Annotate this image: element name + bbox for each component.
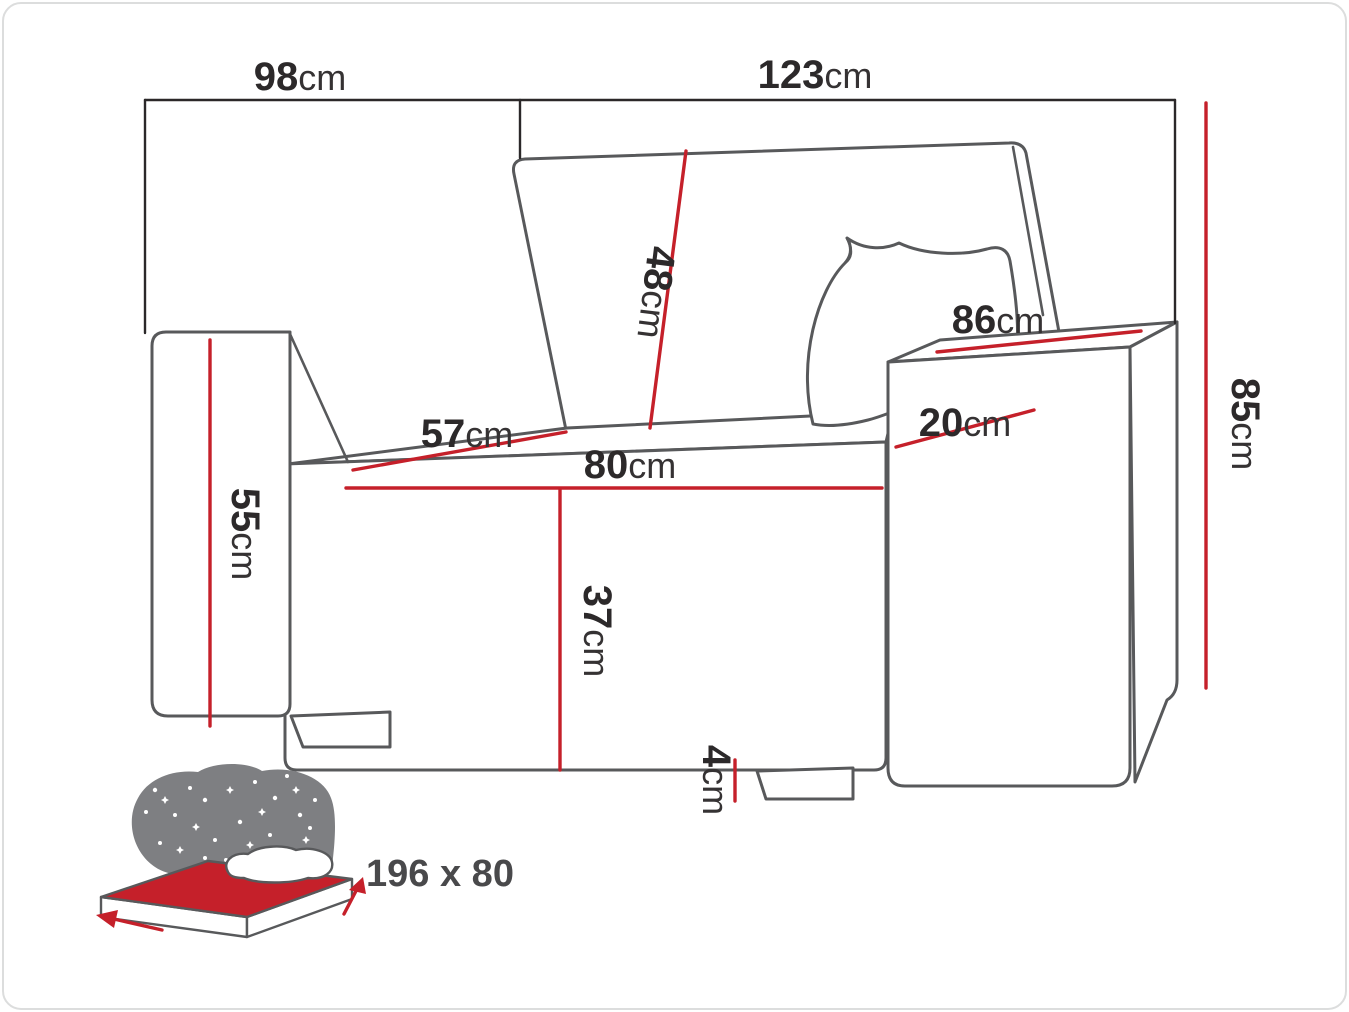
right-armrest-side	[1128, 320, 1179, 784]
width-label: 123cm	[758, 53, 873, 97]
armrest-top-label: 86cm	[952, 298, 1045, 342]
pillow-fold	[843, 236, 853, 265]
unfold-arrow-right-head	[349, 877, 366, 894]
height-label: 85cm	[1223, 378, 1267, 471]
backrest-crease	[1011, 145, 1045, 317]
sleeping-area-size-label: 196 x 80	[366, 853, 514, 895]
armrest-width-label: 20cm	[919, 401, 1012, 445]
seat-height-label: 37cm	[575, 585, 619, 678]
stars	[144, 774, 321, 862]
outer-dimension-lines	[143, 98, 1177, 335]
unfold-arrow-left	[112, 917, 164, 932]
right-armrest-front	[886, 345, 1132, 788]
depth-label: 98cm	[254, 55, 347, 99]
unfold-arrow-right	[342, 887, 359, 916]
red-dimension-lines	[208, 101, 1208, 803]
left-foot	[289, 710, 392, 749]
armrest-20-line	[894, 408, 1036, 449]
left-armrest-inner-edge	[288, 332, 350, 464]
seat-depth-label: 57cm	[421, 412, 514, 456]
sleeping-area-icon	[96, 763, 366, 939]
backrest-48-line	[648, 149, 688, 430]
armrest-height-label: 55cm	[223, 488, 267, 581]
leg-height-label: 4cm	[694, 745, 738, 815]
seat-width-label: 80cm	[584, 443, 677, 487]
armrest-86-line	[935, 329, 1143, 354]
seat-depth-57-line	[351, 430, 568, 472]
seat-front	[283, 440, 888, 772]
armchair-drawing	[150, 141, 1179, 801]
backrest-label: 48cm	[628, 244, 683, 341]
dimension-labels: 98cm 123cm 85cm 48cm 86cm 20cm 57cm 80cm…	[223, 53, 1267, 815]
left-armrest	[150, 330, 292, 718]
unfold-arrow-left-head	[96, 910, 118, 928]
pillow-small	[225, 845, 334, 884]
middle-foot	[755, 766, 855, 801]
